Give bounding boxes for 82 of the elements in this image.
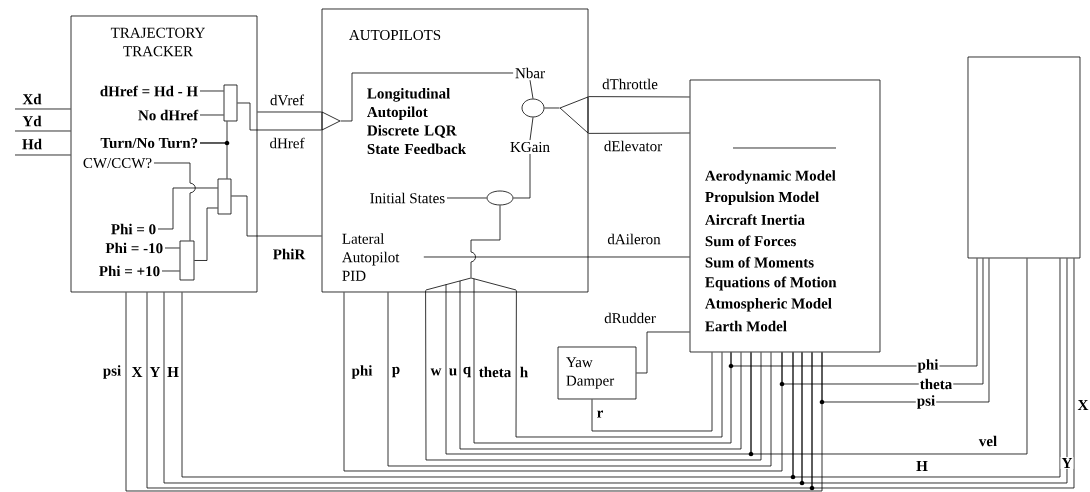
- switch-block: [179, 240, 195, 281]
- signal-label: KGain: [510, 141, 550, 153]
- signal-line: [14, 154, 71, 156]
- block-box: Aerodynamic Model Propulsion Model Aircraft Inertia Sum of Forces Sum of Moments Equations of Motion Atmospheric Model Earth Model: [689, 79, 881, 353]
- edge-label: X: [1077, 400, 1089, 410]
- edge-label: dVref: [270, 94, 305, 106]
- signal-line: [821, 258, 990, 403]
- switch-block: [223, 84, 238, 122]
- edge-label: theta: [918, 377, 954, 391]
- edge-label: PhiR: [273, 248, 306, 260]
- edge-label: H: [167, 367, 179, 377]
- edge-label: dAileron: [607, 233, 661, 245]
- signal-label: No dHref: [138, 109, 199, 121]
- signal-line: [194, 207, 218, 261]
- edge-label: dRudder: [604, 312, 656, 324]
- signal-line: [470, 205, 501, 278]
- signal-line: [781, 258, 984, 385]
- signal-line: [199, 114, 224, 116]
- edge-label: u: [449, 368, 457, 376]
- signal-label: CW/CCW?: [83, 157, 152, 169]
- signal-line: [544, 107, 560, 109]
- signal-label: Initial States: [370, 192, 445, 204]
- edge-label: phi: [351, 365, 373, 379]
- signal-label: dHref = Hd - H: [100, 85, 198, 97]
- signal-line: [161, 270, 180, 272]
- signal-label: Phi = -10: [105, 242, 163, 254]
- signal-line: [588, 96, 690, 98]
- signal-line: [237, 102, 322, 131]
- signal-label: Lateral Autopilot PID: [342, 233, 400, 281]
- edge-label: Y: [149, 367, 161, 377]
- edge-label: dThrottle: [602, 78, 658, 90]
- mux-symbol: [321, 111, 341, 131]
- edge-label: psi: [915, 394, 937, 410]
- edge-label: Y: [1060, 457, 1074, 469]
- mux-symbol: [425, 277, 517, 291]
- block-box: Yaw Damper: [557, 346, 637, 400]
- signal-line: [199, 90, 224, 92]
- signal-line: [446, 197, 487, 199]
- edge-label: p: [392, 366, 400, 378]
- signal-label: Nbar: [515, 67, 545, 79]
- signal-line: [750, 258, 1028, 455]
- edge-label: Hd: [22, 138, 42, 150]
- edge-label: r: [597, 410, 603, 418]
- sum-junction: [521, 98, 545, 118]
- edge-label: dHref: [270, 137, 305, 149]
- signal-line: [591, 352, 713, 432]
- signal-line: [515, 290, 723, 438]
- signal-label: Phi = +10: [99, 265, 160, 277]
- signal-line: [529, 79, 534, 99]
- signal-line: [14, 108, 71, 110]
- edge-label: phi: [916, 358, 940, 374]
- edge-label: w: [430, 368, 442, 376]
- signal-line: [513, 153, 531, 199]
- edge-label: Yd: [22, 115, 42, 127]
- mux-symbol: [559, 96, 589, 134]
- edge-label: psi: [103, 365, 121, 379]
- edge-label: vel: [978, 435, 997, 447]
- signal-line: [529, 117, 534, 141]
- edge-label: Xd: [22, 93, 42, 105]
- signal-line: [423, 256, 690, 258]
- signal-line: [164, 247, 180, 249]
- signal-label: Phi = 0: [111, 223, 156, 235]
- signal-line: [153, 162, 196, 241]
- signal-line: [199, 142, 228, 179]
- edge-label: dElevator: [604, 140, 663, 152]
- signal-line: [231, 195, 322, 237]
- signal-line: [588, 132, 690, 134]
- signal-label: Turn/No Turn?: [100, 137, 198, 149]
- sum-junction: [486, 190, 514, 206]
- signal-line: [730, 258, 978, 367]
- edge-label: theta: [479, 366, 512, 378]
- signal-line: [14, 130, 71, 132]
- signal-line: [257, 111, 322, 113]
- edge-label: X: [131, 367, 143, 377]
- edge-label: q: [463, 366, 472, 378]
- signal-line: [340, 72, 514, 122]
- edge-label: h: [520, 366, 528, 378]
- block-box: [967, 56, 1081, 259]
- switch-block: [217, 178, 232, 215]
- signal-line: [157, 187, 218, 230]
- edge-label: H: [916, 461, 928, 471]
- signal-line: [636, 331, 690, 374]
